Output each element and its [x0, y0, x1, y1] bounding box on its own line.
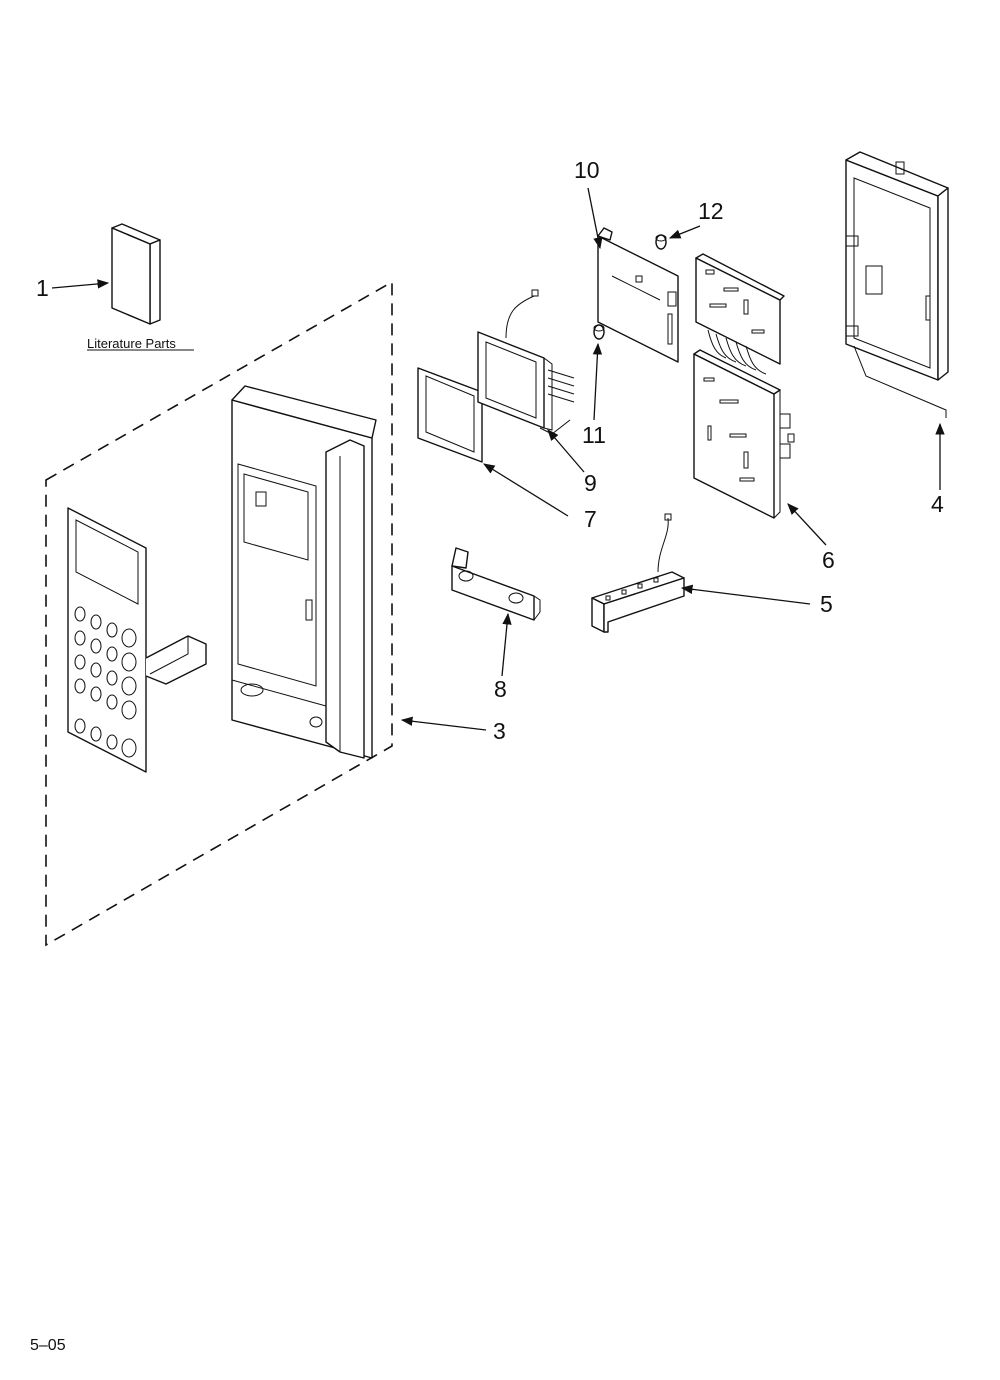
page-footer-code: 5–05: [30, 1337, 66, 1354]
callout-12: 12: [698, 198, 724, 224]
spacer-11: [593, 324, 605, 340]
control-panel-assembly-boundary: [45, 280, 393, 947]
callout-5: 5: [820, 591, 833, 617]
keypad-membrane: [67, 507, 207, 773]
callout-9: 9: [584, 470, 597, 496]
secondary-control-board: [591, 513, 685, 633]
spacer-12: [655, 234, 667, 250]
callout-7: 7: [584, 506, 597, 532]
keypad-buttons: [74, 606, 137, 758]
callout-10: 10: [574, 157, 600, 183]
door-sensor-bracket: [451, 547, 541, 621]
display-window-glass: [417, 367, 483, 463]
control-panel-frame: [231, 385, 377, 759]
callout-11: 11: [582, 422, 606, 448]
callout-8: 8: [494, 676, 507, 702]
callout-3: 3: [493, 718, 506, 744]
callout-1: 1: [36, 275, 49, 301]
circuit-board-bracket: [597, 227, 679, 363]
main-control-board: [693, 253, 795, 519]
literature-parts-label: Literature Parts: [87, 336, 176, 351]
callout-4: 4: [931, 491, 944, 517]
display-ribbon-connector: [547, 369, 575, 403]
literature-booklet: [111, 223, 161, 325]
display-window-frame: [477, 289, 575, 435]
board-ribbon-cable: [707, 329, 767, 375]
callout-leaders: [51, 187, 945, 731]
callout-6: 6: [822, 547, 835, 573]
control-cover-shield: [845, 151, 949, 418]
